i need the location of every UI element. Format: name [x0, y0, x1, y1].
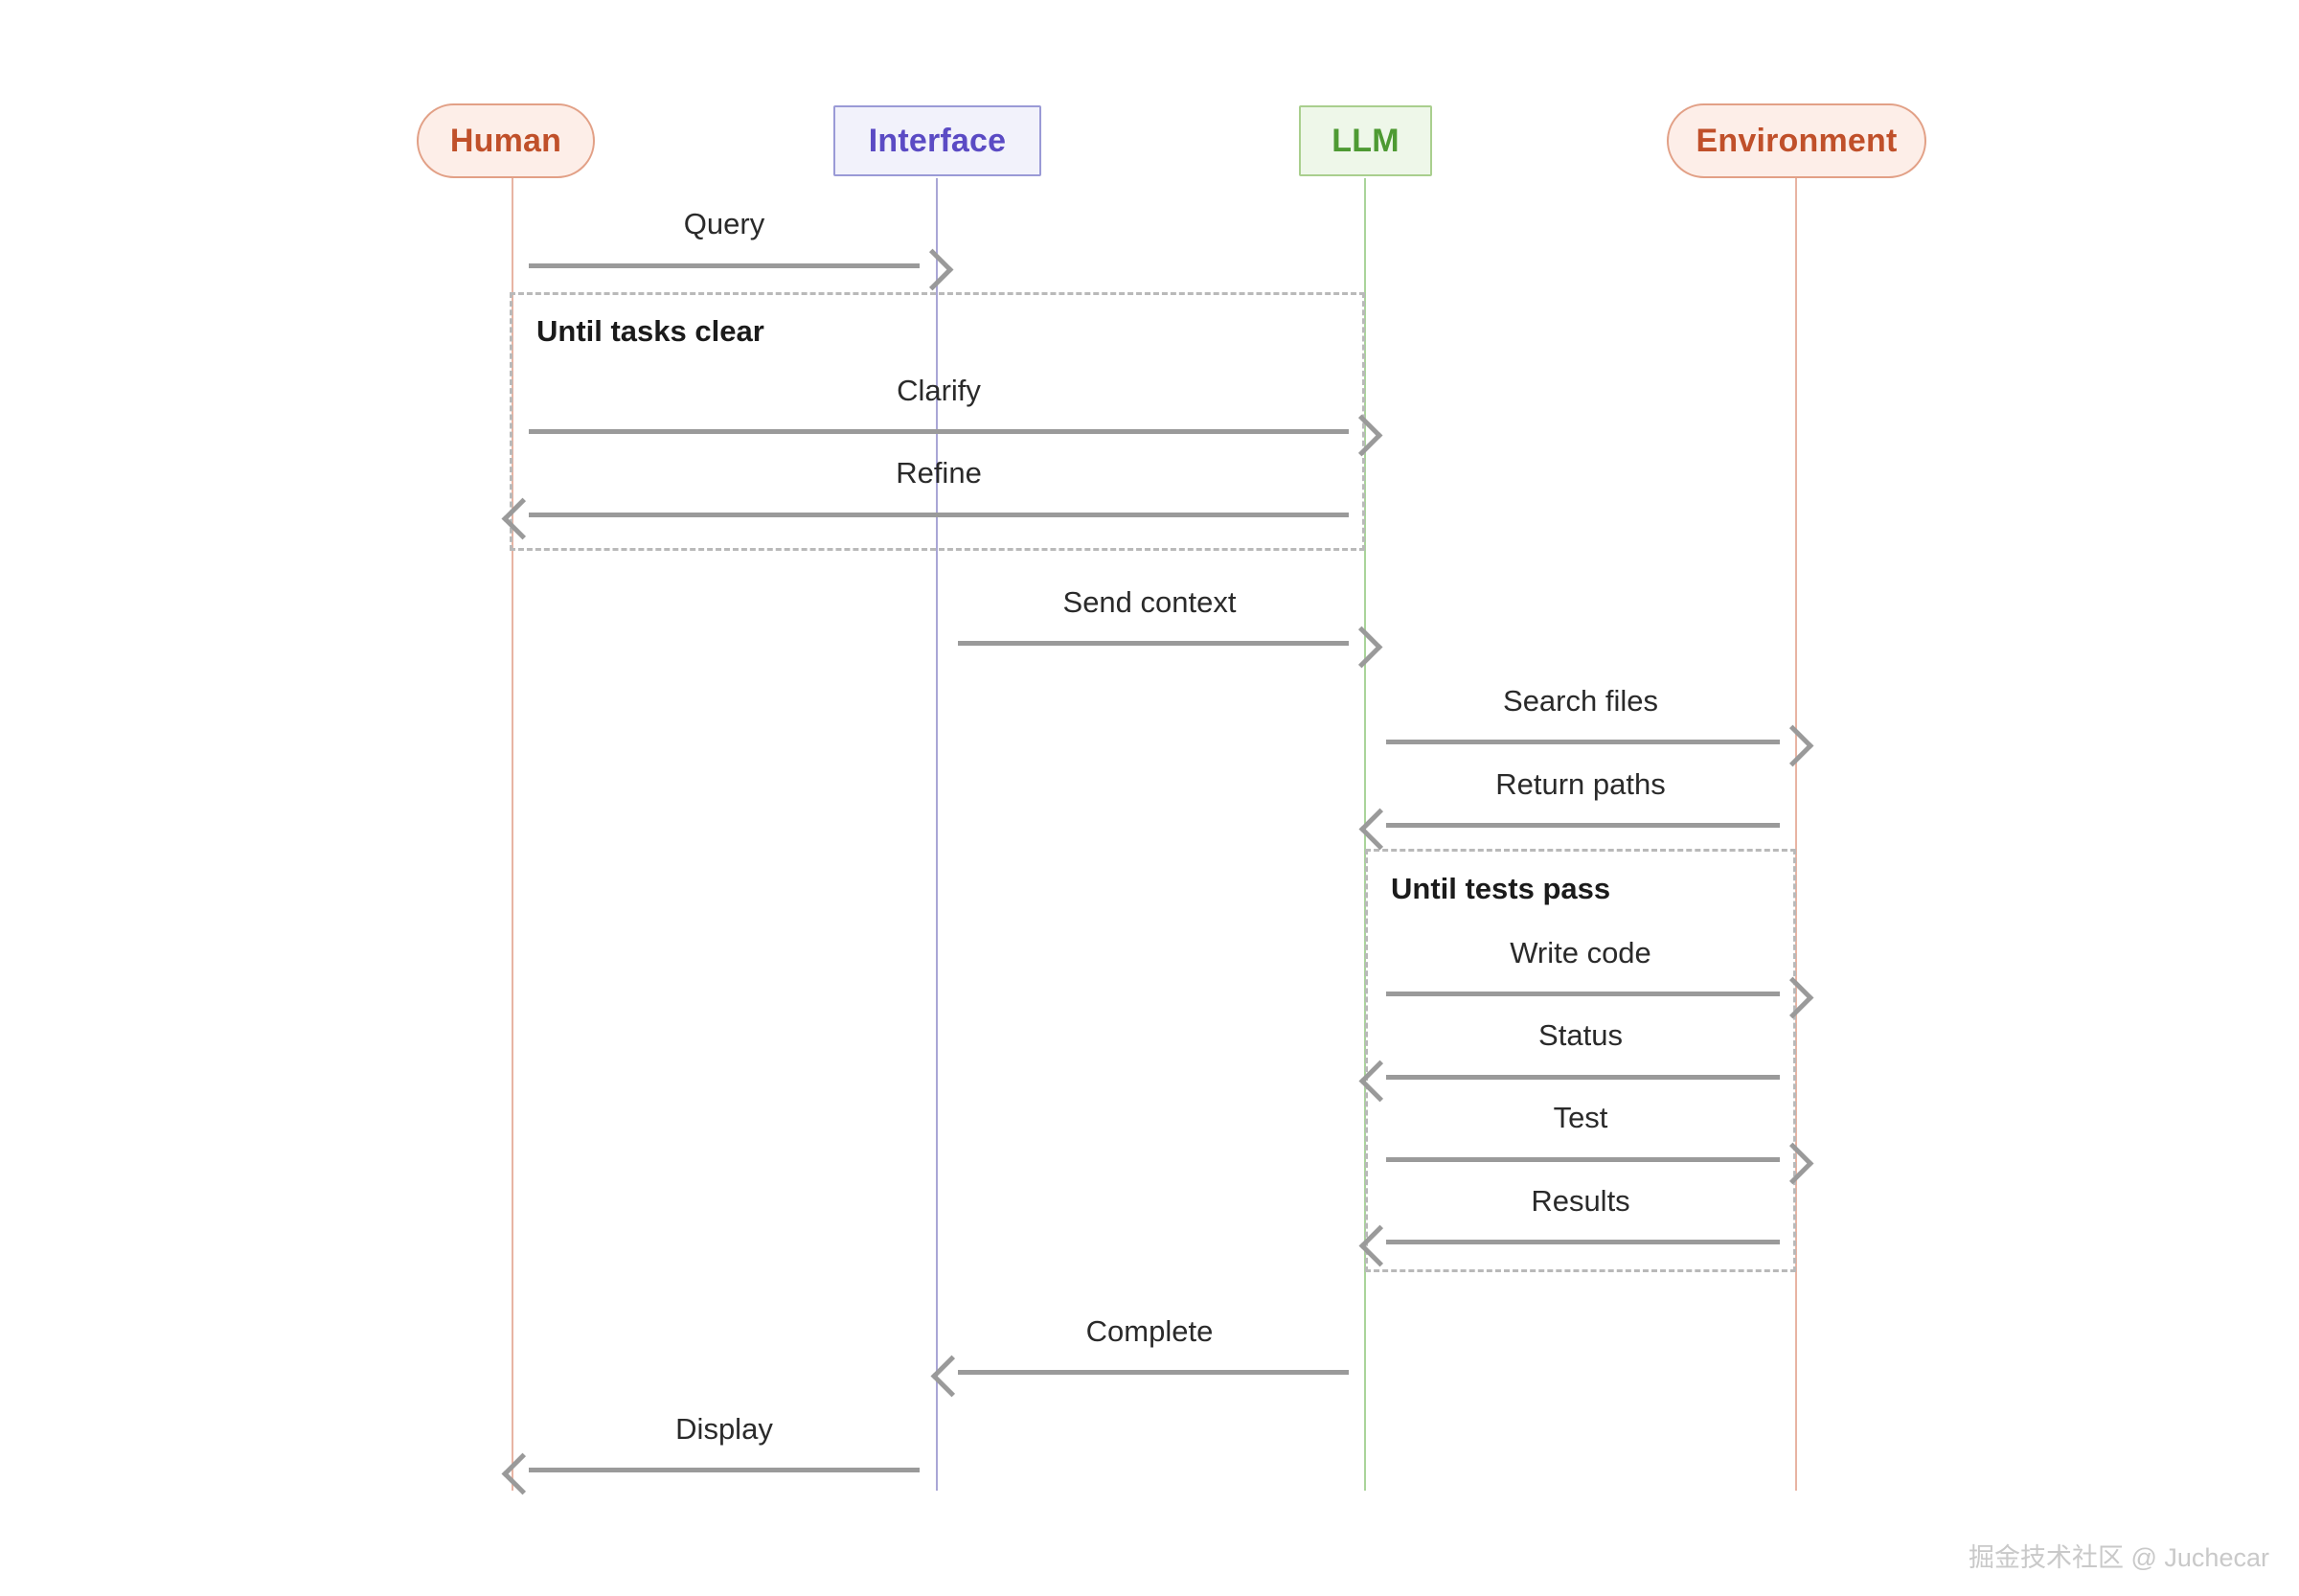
fragment-label-until-tests-pass: Until tests pass [1391, 872, 1611, 905]
participant-label-human: Human [449, 122, 562, 159]
message-label-return-paths: Return paths [1495, 767, 1666, 801]
message-line-display [529, 1468, 920, 1472]
message-line-status [1386, 1075, 1780, 1080]
message-line-clarify [529, 429, 1349, 434]
message-label-test: Test [1553, 1101, 1608, 1134]
watermark: 掘金技术社区 @ Juchecar [1969, 1543, 2269, 1572]
message-arrowhead-search-files [1771, 724, 1814, 767]
message-line-complete [958, 1370, 1349, 1375]
message-label-send-context: Send context [1062, 585, 1237, 619]
message-label-refine: Refine [896, 456, 982, 490]
message-label-search-files: Search files [1503, 684, 1658, 718]
message-label-complete: Complete [1085, 1314, 1214, 1348]
message-label-display: Display [675, 1412, 773, 1446]
message-line-search-files [1386, 740, 1780, 744]
lifeline-llm [1364, 178, 1366, 1491]
participant-label-interface: Interface [868, 122, 1007, 159]
participant-llm[interactable]: LLM [1299, 105, 1432, 176]
message-label-clarify: Clarify [897, 374, 981, 407]
fragment-label-until-tasks-clear: Until tasks clear [536, 314, 764, 348]
message-arrowhead-send-context [1340, 626, 1383, 669]
lifeline-interface [936, 178, 938, 1491]
message-label-write-code: Write code [1510, 936, 1651, 969]
message-label-query: Query [683, 207, 765, 240]
participant-label-llm: LLM [1332, 122, 1400, 159]
message-line-send-context [958, 641, 1349, 646]
message-line-refine [529, 513, 1349, 517]
message-line-query [529, 263, 920, 268]
message-line-test [1386, 1157, 1780, 1162]
message-line-return-paths [1386, 823, 1780, 828]
lifeline-human [512, 178, 513, 1491]
message-line-write-code [1386, 992, 1780, 996]
message-label-results: Results [1531, 1184, 1630, 1218]
participant-label-environment: Environment [1696, 122, 1898, 159]
participant-interface[interactable]: Interface [833, 105, 1041, 176]
message-line-results [1386, 1240, 1780, 1244]
message-label-status: Status [1538, 1018, 1623, 1052]
fragment-until-tasks-clear [510, 292, 1365, 551]
fragment-until-tests-pass [1365, 849, 1796, 1272]
participant-environment[interactable]: Environment [1667, 103, 1926, 178]
message-arrowhead-display [501, 1452, 544, 1495]
message-arrowhead-query [911, 248, 954, 291]
participant-human[interactable]: Human [417, 103, 595, 178]
lifeline-environment [1795, 178, 1797, 1491]
